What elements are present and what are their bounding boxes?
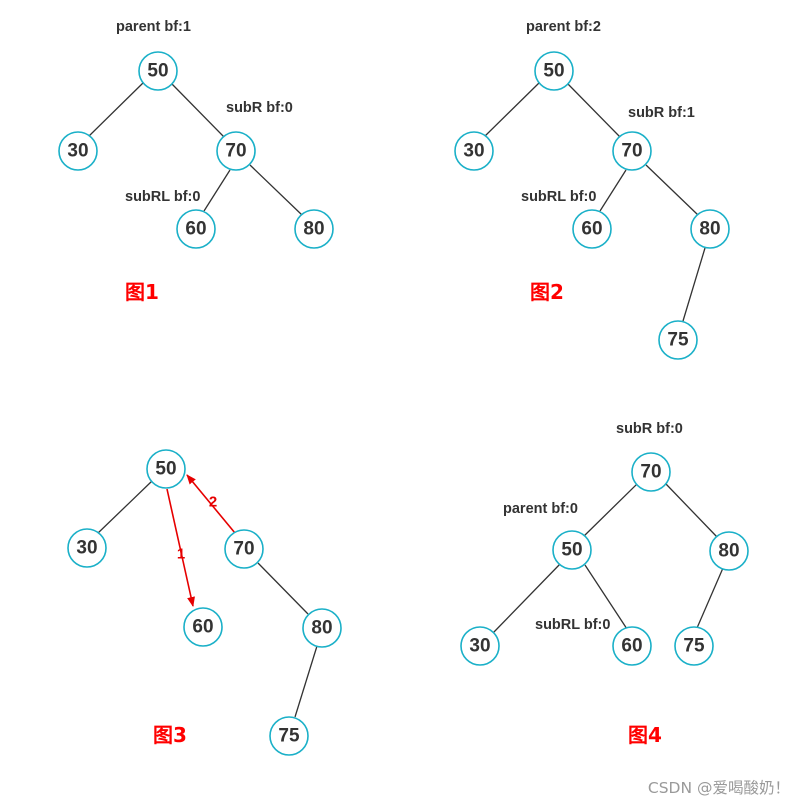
node-value: 80 [699,219,720,240]
tree-node: 70 [631,452,671,492]
figure-3: 50 30 70 60 80 75 1 2 图3 [67,449,342,756]
edge-70-50 [582,483,638,538]
tree-node: 30 [454,131,494,171]
node-value: 80 [311,618,332,639]
tree-node: 80 [690,209,730,249]
edge-50-30 [483,81,541,138]
edge-70-60 [203,169,231,212]
tree-node: 75 [269,716,309,756]
balance-factor-label: subR bf:0 [226,100,293,116]
edge-50-30 [96,480,153,535]
figure-2: 50 30 70 60 80 75 parent bf:2 subR bf:1 … [454,19,730,360]
rotation-step-label: 1 [177,546,185,563]
tree-node: 50 [146,449,186,489]
tree-node: 30 [460,626,500,666]
tree-node: 30 [58,131,98,171]
figure-1: 50 30 70 60 80 parent bf:1 subR bf:0 sub… [58,19,334,304]
node-value: 50 [543,61,564,82]
node-value: 60 [621,636,642,657]
node-value: 50 [155,459,176,480]
edge-50-30 [87,81,145,138]
node-value: 60 [581,219,602,240]
figure-4: 70 50 80 30 60 75 subR bf:0 parent bf:0 … [460,421,749,747]
balance-factor-label: parent bf:1 [116,19,191,35]
node-value: 80 [718,541,739,562]
edge-70-80 [257,562,309,615]
tree-node: 70 [216,131,256,171]
tree-node: 50 [534,51,574,91]
tree-node: 70 [612,131,652,171]
rotation-arrow-2 [186,474,236,534]
edge-80-75 [682,247,706,322]
balance-factor-label: parent bf:0 [503,501,578,517]
tree-node: 75 [674,626,714,666]
node-value: 30 [67,141,88,162]
node-value: 70 [233,539,254,560]
node-value: 60 [192,617,213,638]
tree-node: 70 [224,529,264,569]
edge-80-75 [696,567,724,629]
figure-caption: 图1 [125,280,159,304]
tree-node: 80 [302,608,342,648]
edge-50-60 [584,564,628,630]
balance-factor-label: subRL bf:0 [535,617,610,633]
figure-caption: 图4 [628,723,662,747]
node-value: 30 [463,141,484,162]
node-value: 30 [469,636,490,657]
tree-node: 60 [612,626,652,666]
balance-factor-label: subR bf:1 [628,105,695,121]
edge-70-60 [599,169,627,212]
balance-factor-label: subR bf:0 [616,421,683,437]
node-value: 70 [225,141,246,162]
edge-50-30 [492,562,562,634]
node-value: 75 [667,330,689,351]
tree-node: 80 [294,209,334,249]
balance-factor-label: parent bf:2 [526,19,601,35]
node-value: 75 [278,726,300,747]
node-value: 50 [147,61,168,82]
edge-70-80 [665,483,719,539]
figure-caption: 图3 [153,723,187,747]
edge-80-75 [294,645,318,718]
tree-node: 60 [176,209,216,249]
node-value: 70 [640,462,661,483]
edge-70-80 [645,164,699,216]
edge-50-70 [170,82,226,139]
watermark-text: CSDN @爱喝酸奶！ [648,779,790,797]
tree-node: 30 [67,528,107,568]
rotation-arrow-1 [166,488,195,607]
node-value: 60 [185,219,206,240]
tree-node: 60 [183,607,223,647]
balance-factor-label: subRL bf:0 [521,189,596,205]
node-value: 75 [683,636,705,657]
tree-node: 75 [658,320,698,360]
node-value: 70 [621,141,642,162]
rotation-step-label: 2 [209,494,217,511]
node-value: 50 [561,540,582,561]
node-value: 80 [303,219,324,240]
figure-caption: 图2 [530,280,564,304]
edge-50-70 [566,82,622,139]
tree-node: 80 [709,531,749,571]
balance-factor-label: subRL bf:0 [125,189,200,205]
tree-node: 50 [552,530,592,570]
edge-70-80 [249,164,303,216]
node-value: 30 [76,538,97,559]
tree-node: 60 [572,209,612,249]
tree-node: 50 [138,51,178,91]
